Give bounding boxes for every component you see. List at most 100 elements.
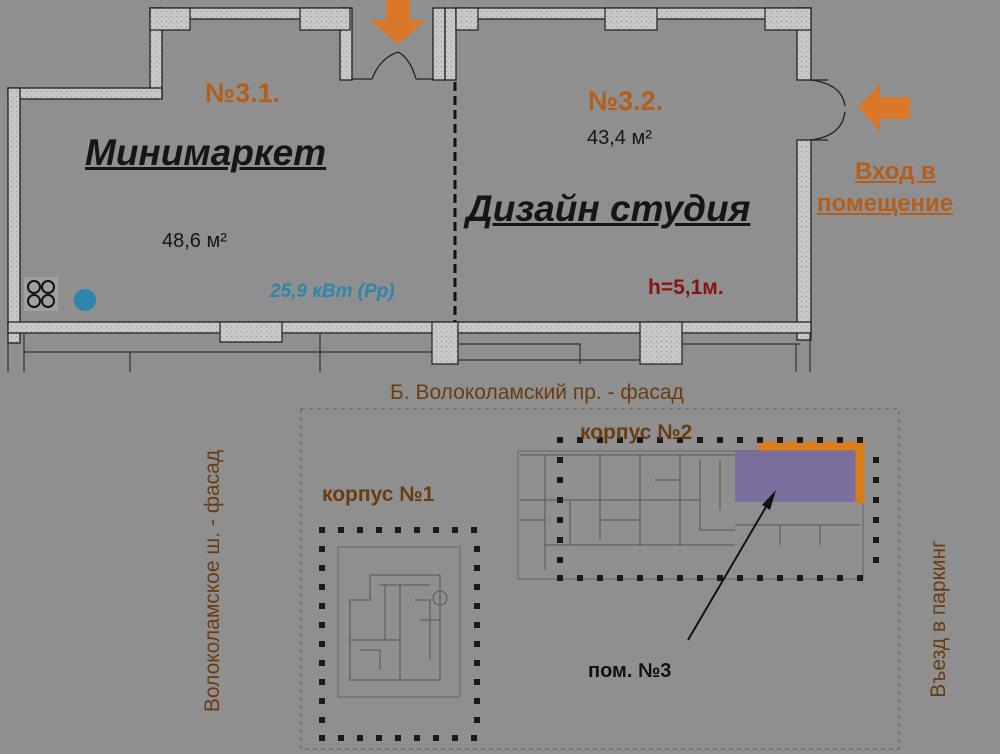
column-dot bbox=[474, 660, 480, 666]
column-dot bbox=[452, 527, 458, 533]
building-1-column-grid bbox=[319, 527, 480, 741]
power-outlet-icon bbox=[74, 289, 96, 311]
ceiling-height-label: h=5,1м. bbox=[648, 276, 724, 299]
column-dot bbox=[319, 641, 325, 647]
column-dot bbox=[557, 437, 563, 443]
column-dot bbox=[637, 437, 643, 443]
entry-label-line-1: Вход в bbox=[855, 158, 936, 185]
column-dot bbox=[617, 437, 623, 443]
lower-wall-lines bbox=[7, 333, 811, 372]
column-dot bbox=[797, 437, 803, 443]
column-dot bbox=[697, 575, 703, 581]
column-dot bbox=[474, 698, 480, 704]
facade-top-label: Б. Волоколамский пр. - фасад bbox=[390, 381, 684, 404]
column-dot bbox=[557, 517, 563, 523]
column-dot bbox=[677, 437, 683, 443]
column-dot bbox=[376, 527, 382, 533]
column-dot bbox=[376, 735, 382, 741]
column-dot bbox=[474, 565, 480, 571]
column-dot bbox=[757, 437, 763, 443]
column-dot bbox=[657, 575, 663, 581]
column-dot bbox=[873, 557, 879, 563]
column-dot bbox=[777, 437, 783, 443]
column-dot bbox=[474, 622, 480, 628]
column-dot bbox=[474, 584, 480, 590]
wall-columns bbox=[149, 7, 812, 365]
column-dot bbox=[637, 575, 643, 581]
facade-left-text: Волоколамское ш. - фасад bbox=[201, 449, 224, 713]
column-dot bbox=[471, 527, 477, 533]
column-dot bbox=[857, 575, 863, 581]
column-dot bbox=[737, 437, 743, 443]
column-dot bbox=[837, 575, 843, 581]
column-dot bbox=[433, 527, 439, 533]
pointer-label: пом. №3 bbox=[588, 660, 672, 682]
column-dot bbox=[414, 735, 420, 741]
column-dot bbox=[557, 575, 563, 581]
column-dot bbox=[433, 735, 439, 741]
column-dot bbox=[837, 437, 843, 443]
door-swing-icon bbox=[810, 79, 846, 141]
column-dot bbox=[319, 546, 325, 552]
entry-label-line-2: помещение bbox=[817, 190, 954, 217]
column-dot bbox=[557, 477, 563, 483]
column-dot bbox=[319, 584, 325, 590]
column-dot bbox=[474, 717, 480, 723]
column-dot bbox=[395, 527, 401, 533]
wall-segment bbox=[7, 321, 812, 334]
column-dot bbox=[777, 575, 783, 581]
wall-segment bbox=[444, 7, 457, 81]
wall-segment bbox=[7, 87, 163, 100]
entry-arrow-down-icon bbox=[370, 0, 426, 44]
column-dot bbox=[338, 527, 344, 533]
column-dot bbox=[319, 698, 325, 704]
column-dot bbox=[617, 575, 623, 581]
door-swing-icon bbox=[352, 51, 433, 80]
column-dot bbox=[319, 717, 325, 723]
column-dot bbox=[873, 457, 879, 463]
building-2-label: корпус №2 bbox=[580, 421, 693, 444]
column-dot bbox=[357, 735, 363, 741]
column-dot bbox=[857, 437, 863, 443]
room-title-label: Минимаркет bbox=[85, 132, 327, 173]
column-dot bbox=[557, 557, 563, 563]
highlighted-room-3 bbox=[735, 450, 859, 502]
column-dot bbox=[319, 679, 325, 685]
column-dot bbox=[395, 735, 401, 741]
room-number-label: №3.2. bbox=[588, 86, 664, 116]
column-dot bbox=[737, 575, 743, 581]
column-dot bbox=[414, 527, 420, 533]
column-dot bbox=[597, 575, 603, 581]
ventilation-fan-icon bbox=[24, 277, 58, 311]
room-area-label: 43,4 м² bbox=[587, 127, 652, 149]
column-dot bbox=[677, 575, 683, 581]
column-dot bbox=[319, 660, 325, 666]
column-dot bbox=[557, 497, 563, 503]
room-area-label: 48,6 м² bbox=[162, 230, 227, 252]
building-2-plan bbox=[517, 437, 879, 581]
room-number-label: №3.1. bbox=[205, 78, 281, 108]
column-dot bbox=[817, 575, 823, 581]
column-dot bbox=[697, 437, 703, 443]
entry-arrow-left-icon bbox=[858, 84, 910, 131]
facade-left-label: Волоколамское ш. - фасад bbox=[198, 436, 228, 726]
highlight-edge bbox=[758, 441, 865, 503]
building-2-column-grid bbox=[557, 437, 879, 581]
column-dot bbox=[757, 575, 763, 581]
parking-entry-label: Въезд в паркинг bbox=[927, 540, 950, 698]
column-dot bbox=[717, 575, 723, 581]
pointer-arrow-icon bbox=[687, 490, 776, 641]
column-dot bbox=[717, 437, 723, 443]
column-dot bbox=[557, 457, 563, 463]
column-dot bbox=[657, 437, 663, 443]
column-dot bbox=[474, 603, 480, 609]
column-dot bbox=[319, 527, 325, 533]
column-dot bbox=[577, 437, 583, 443]
column-dot bbox=[474, 679, 480, 685]
column-dot bbox=[873, 497, 879, 503]
column-dot bbox=[319, 565, 325, 571]
wall-segment bbox=[432, 7, 446, 81]
column-dot bbox=[357, 527, 363, 533]
